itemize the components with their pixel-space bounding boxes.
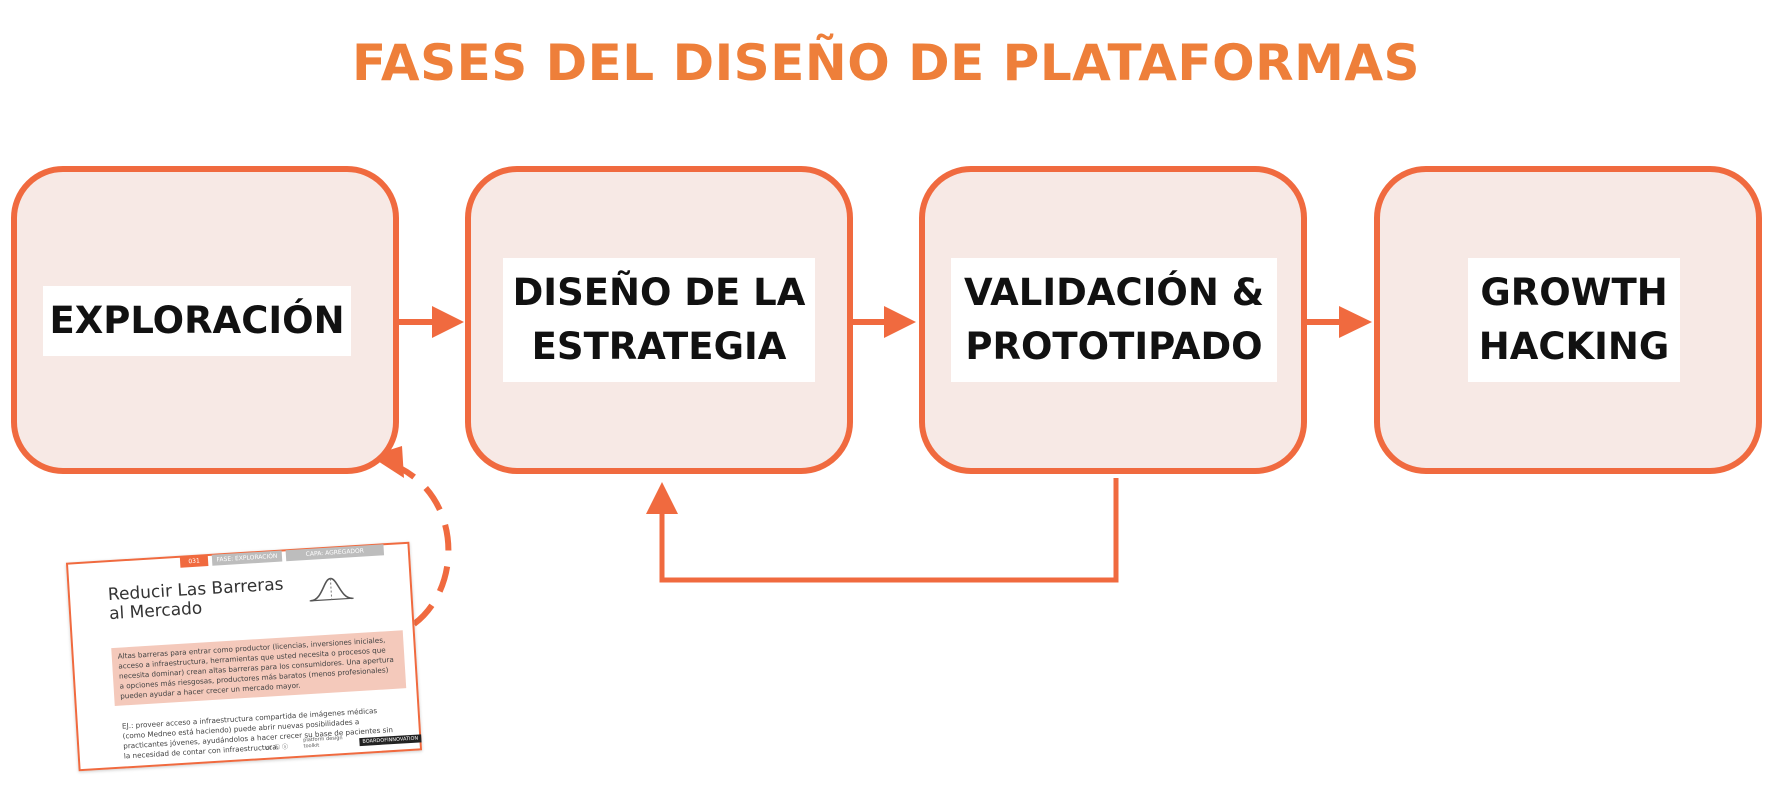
feedback-loop-arrowhead bbox=[646, 482, 678, 514]
card-description: Altas barreras para entrar como producto… bbox=[111, 630, 407, 706]
bell-curve-icon bbox=[309, 577, 354, 602]
card-footer-license: cc ⓑ ⓢ bbox=[265, 743, 289, 752]
diagram-title: FASES DEL DISEÑO DE PLATAFORMAS bbox=[351, 34, 1421, 92]
phase-label-diseno-estrategia: DISEÑO DE LA ESTRATEGIA bbox=[503, 258, 815, 382]
arrowhead-1 bbox=[432, 306, 464, 338]
card-example: EJ.: proveer acceso a infraestructura co… bbox=[121, 705, 394, 761]
phase-label-validacion-prototipado: VALIDACIÓN & PROTOTIPADO bbox=[951, 258, 1277, 382]
card-tag-phase: FASE: EXPLORACIÓN bbox=[211, 550, 283, 566]
card-title: Reducir Las Barreras al Mercado bbox=[107, 574, 285, 625]
card-link-dashed bbox=[398, 465, 452, 627]
phase-label-exploracion: EXPLORACIÓN bbox=[43, 286, 351, 356]
strategy-card: 031 FASE: EXPLORACIÓN CAPA: AGREGADOR Re… bbox=[65, 541, 423, 772]
phase-label-growth-hacking: GROWTH HACKING bbox=[1468, 258, 1680, 382]
arrowhead-2 bbox=[884, 306, 916, 338]
arrowhead-3 bbox=[1339, 306, 1372, 338]
card-tag-number: 031 bbox=[179, 555, 209, 568]
feedback-loop-line bbox=[659, 478, 1119, 583]
